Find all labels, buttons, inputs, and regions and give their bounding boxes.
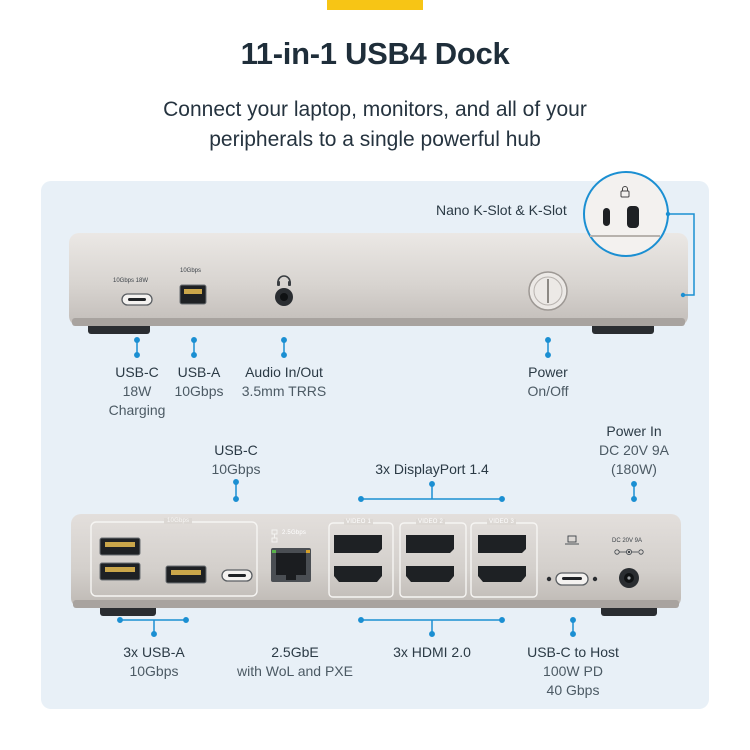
rear-device — [71, 514, 681, 616]
label-detail: 100W PD — [543, 663, 603, 679]
label-detail: 40 Gbps — [546, 682, 600, 698]
label-ethernet: 2.5GbE with WoL and PXE — [225, 643, 365, 681]
label-audio: Audio In/Out 3.5mm TRRS — [229, 363, 339, 401]
label-name: Audio In/Out — [245, 364, 323, 380]
label-detail: 3.5mm TRRS — [241, 383, 327, 399]
label-name: 3x DisplayPort 1.4 — [375, 461, 489, 477]
label-name: 3x HDMI 2.0 — [393, 644, 471, 660]
rear-usb-group-print: 10Gbps — [164, 518, 193, 524]
front-usba-print: 10Gbps — [180, 268, 202, 274]
page-title: 11-in-1 USB4 Dock — [240, 36, 510, 71]
label-displayport: 3x DisplayPort 1.4 — [352, 460, 512, 479]
label-front-usba: USB-A 10Gbps — [159, 363, 239, 401]
label-power: Power On/Off — [508, 363, 588, 401]
dc-print: DC 20V 9A — [612, 538, 643, 544]
front-callouts — [134, 337, 551, 358]
front-usbc-print: 10Gbps 18W — [113, 278, 149, 284]
kslot-callout-line — [668, 213, 695, 296]
ethernet-port — [271, 548, 311, 582]
label-name: USB-C — [214, 442, 258, 458]
label-name: USB-C to Host — [527, 644, 619, 660]
label-name: USB-C — [115, 364, 159, 380]
polarity-icon — [614, 549, 644, 556]
kslot-zoom — [583, 171, 669, 257]
front-usbc-tongue — [128, 298, 146, 301]
label-detail: 10Gbps — [211, 461, 261, 477]
label-detail: 10Gbps — [129, 663, 179, 679]
label-detail: with WoL and PXE — [237, 663, 353, 679]
page-subtitle: Connect your laptop, monitors, and all o… — [0, 95, 750, 155]
label-power-in: Power In DC 20V 9A (180W) — [584, 422, 684, 479]
front-device — [69, 233, 688, 334]
label-detail: Charging — [108, 402, 166, 418]
label-name: USB-A — [177, 364, 221, 380]
label-name: 2.5GbE — [271, 644, 319, 660]
front-usba-port — [179, 284, 207, 305]
label-detail: On/Off — [527, 383, 569, 399]
accent-bar — [327, 0, 423, 10]
rear-body — [71, 514, 681, 608]
subtitle-line-1: Connect your laptop, monitors, and all o… — [163, 98, 587, 121]
hdmi-ports — [334, 566, 526, 582]
front-bottom-edge — [72, 318, 685, 326]
nano-kslot — [603, 208, 610, 226]
lock-icon — [620, 186, 630, 198]
kslot — [627, 206, 639, 228]
laptop-icon — [565, 535, 579, 545]
label-hdmi: 3x HDMI 2.0 — [372, 643, 492, 662]
front-body — [69, 233, 688, 326]
rear-usba-ports — [99, 537, 207, 584]
rear-callouts — [117, 479, 637, 637]
video-3-print: VIDEO 3 — [487, 519, 517, 525]
video-2-print: VIDEO 2 — [416, 519, 446, 525]
label-detail: 18W — [122, 383, 152, 399]
network-icon — [271, 529, 278, 543]
label-name: Power In — [606, 423, 662, 439]
kslot-label: Nano K-Slot & K-Slot — [436, 202, 567, 218]
label-detail: 10Gbps — [174, 383, 224, 399]
subtitle-line-2: peripherals to a single powerful hub — [209, 128, 541, 151]
label-front-usbc: USB-C 18W Charging — [97, 363, 177, 420]
label-rear-usbc: USB-C 10Gbps — [186, 441, 286, 479]
displayport-ports — [334, 535, 526, 553]
headset-icon — [277, 275, 291, 286]
ethernet-print: 2.5Gbps — [282, 530, 307, 536]
label-host-usbc: USB-C to Host 100W PD 40 Gbps — [518, 643, 628, 700]
label-detail: (180W) — [611, 461, 657, 477]
label-name: 3x USB-A — [123, 644, 185, 660]
label-detail: DC 20V 9A — [598, 442, 670, 458]
label-rear-usba: 3x USB-A 10Gbps — [104, 643, 204, 681]
video-1-print: VIDEO 1 — [344, 519, 374, 525]
label-name: Power — [528, 364, 568, 380]
audio-jack-hole — [280, 293, 288, 301]
front-usba-contacts — [184, 289, 202, 294]
